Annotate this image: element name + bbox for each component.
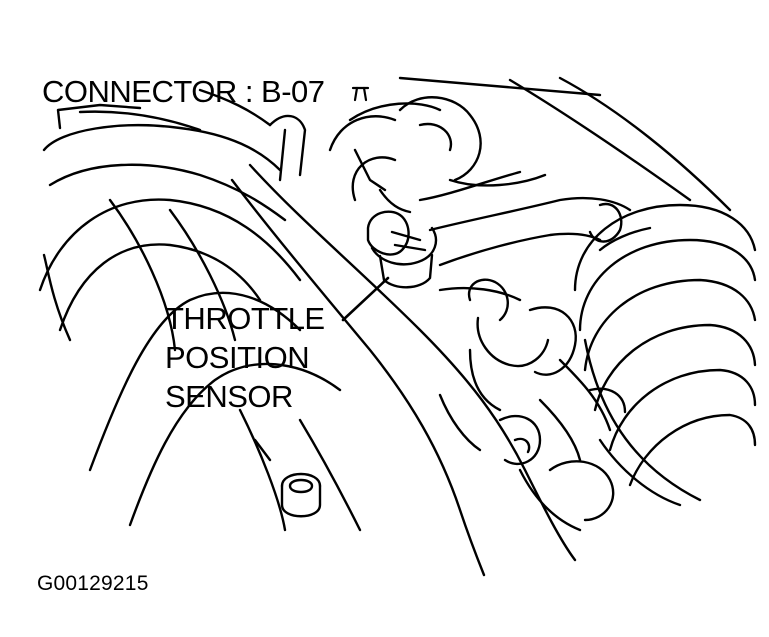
sensor-leader-line [341,276,390,322]
component-label-line-1: THROTTLE [165,301,325,336]
connector-symbol-icon [351,86,370,102]
lower-engine-parts [438,278,682,532]
vacuum-hoses [268,96,632,302]
figure-id: G00129215 [37,572,149,595]
manifold-edge [230,163,577,577]
engine-cover-edge [398,76,732,212]
manifold-bolt [280,472,322,518]
air-intake-duct [573,203,757,502]
throttle-body [328,115,438,289]
intake-manifold [38,88,362,532]
component-label-line-2: POSITION [165,340,310,375]
component-label-line-3: SENSOR [165,379,293,414]
connector-label: CONNECTOR : B-07 [42,74,325,109]
